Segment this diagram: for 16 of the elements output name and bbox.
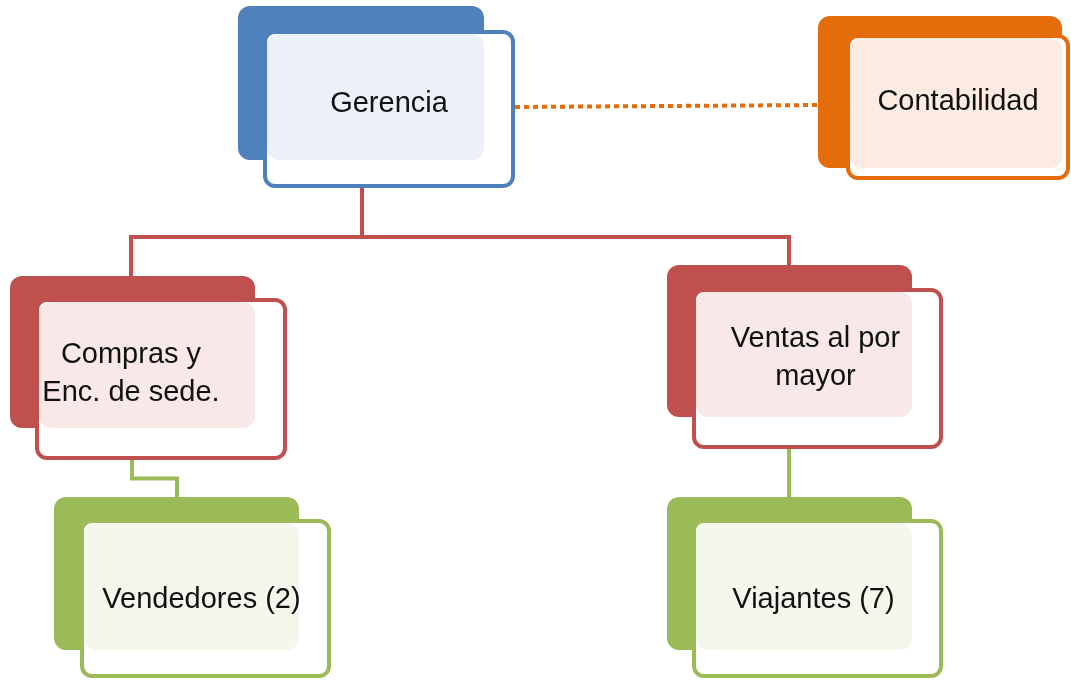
box-label: Contabilidad: [876, 83, 1040, 119]
connector: [360, 188, 791, 265]
dotted-connector: [515, 103, 818, 109]
org-box: [54, 497, 331, 678]
org-box: [10, 276, 287, 460]
box-label: Viajantes (7): [731, 580, 896, 616]
org-box: [238, 6, 515, 188]
org-box: [818, 16, 1070, 180]
org-box: [667, 497, 943, 678]
box-label: Ventas al por mayor: [729, 319, 902, 393]
box-label: Gerencia: [329, 85, 449, 121]
org-box: [667, 265, 943, 449]
connector: [130, 460, 179, 497]
box-label: Compras y Enc. de sede.: [41, 336, 221, 409]
connector: [787, 449, 791, 497]
box-label: Vendedores (2): [101, 580, 302, 616]
